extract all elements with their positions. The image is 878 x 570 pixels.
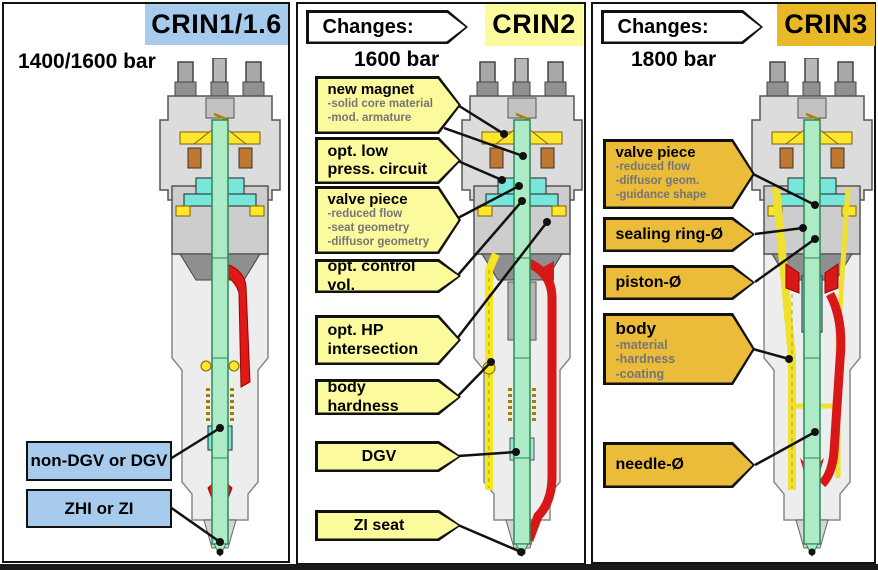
crin1-title-badge: CRIN1/1.6 xyxy=(145,4,288,45)
panel-crin2: Changes: CRIN2 1600 bar xyxy=(296,2,586,565)
callout-sub: -hardness xyxy=(615,352,676,367)
callout-sealing-ring-diameter: sealing ring-Ø xyxy=(603,217,755,252)
callout-title: valve piece xyxy=(327,190,408,208)
callout-needle-diameter: needle-Ø xyxy=(603,442,755,488)
injector-diagram-crin3 xyxy=(750,58,874,557)
callout-valve-piece: valve piece -reduced flow -diffusor geom… xyxy=(603,139,755,209)
panel-crin1: CRIN1/1.6 1400/1600 bar non-DGV or DGV Z… xyxy=(2,2,290,563)
callout-sub: -reduced flow xyxy=(615,161,691,174)
changes-tag-crin3: Changes: xyxy=(601,10,763,44)
callout-dgv: DGV xyxy=(315,441,461,472)
callout-sub: -material xyxy=(615,337,668,352)
callout-valve-piece: valve piece -reduced flow -seat geometry… xyxy=(315,186,461,254)
changes-tag-label: Changes: xyxy=(604,13,761,42)
callout-piston-diameter: piston-Ø xyxy=(603,265,755,300)
injector-diagram-crin1 xyxy=(158,58,282,557)
callout-sub: -diffusor geometry xyxy=(327,235,430,248)
changes-tag-crin2: Changes: xyxy=(306,10,468,44)
callout-opt-control-vol: opt. control vol. xyxy=(315,259,461,293)
callout-title: ZI seat xyxy=(353,516,405,534)
callout-body: body -material -hardness -coating xyxy=(603,313,755,385)
panel-crin3: Changes: CRIN3 1800 bar valve pi xyxy=(591,2,876,564)
bottom-edge-bar xyxy=(0,564,878,570)
callout-sub: -solid core material xyxy=(327,98,433,111)
callout-title: needle-Ø xyxy=(615,456,684,474)
callout-sub: -coating xyxy=(615,367,665,382)
callout-opt-low-press-circuit: opt. low press. circuit xyxy=(315,137,461,184)
callout-non-dgv-or-dgv: non-DGV or DGV xyxy=(26,441,172,481)
callout-sub: -diffusor geom. xyxy=(615,175,700,187)
callout-sub: -mod. armature xyxy=(327,112,412,124)
callout-title: new magnet xyxy=(327,80,415,98)
callout-title: opt. low press. circuit xyxy=(327,142,428,178)
callout-title: opt. control vol. xyxy=(327,258,416,294)
injector-diagram-crin2 xyxy=(460,58,584,557)
crin3-pressure-label: 1800 bar xyxy=(631,48,717,71)
crin2-pressure-label: 1600 bar xyxy=(354,48,440,71)
changes-tag-label: Changes: xyxy=(309,13,466,42)
callout-sub: -guidance shape xyxy=(615,188,707,201)
callout-body-hardness: body hardness xyxy=(315,379,461,415)
callout-title: opt. HP intersection xyxy=(327,322,419,358)
callout-title: piston-Ø xyxy=(615,273,682,291)
callout-zhi-or-zi: ZHI or ZI xyxy=(26,489,172,528)
callout-title: valve piece xyxy=(615,143,696,161)
callout-title: body xyxy=(615,318,657,338)
callout-zi-seat: ZI seat xyxy=(315,510,461,541)
callout-sub: -reduced flow xyxy=(327,208,403,221)
callout-title: non-DGV or DGV xyxy=(30,451,168,470)
callout-title: ZHI or ZI xyxy=(64,498,134,518)
crin3-title-badge: CRIN3 xyxy=(777,4,875,46)
crin2-title-badge: CRIN2 xyxy=(485,4,583,46)
callout-sub: -seat geometry xyxy=(327,222,410,234)
callout-opt-hp-intersection: opt. HP intersection xyxy=(315,315,461,365)
callout-new-magnet: new magnet -solid core material -mod. ar… xyxy=(315,76,461,134)
callout-title: body hardness xyxy=(327,379,399,415)
callout-title: sealing ring-Ø xyxy=(615,225,724,243)
callout-title: DGV xyxy=(361,447,397,465)
crin1-pressure-label: 1400/1600 bar xyxy=(18,50,156,73)
